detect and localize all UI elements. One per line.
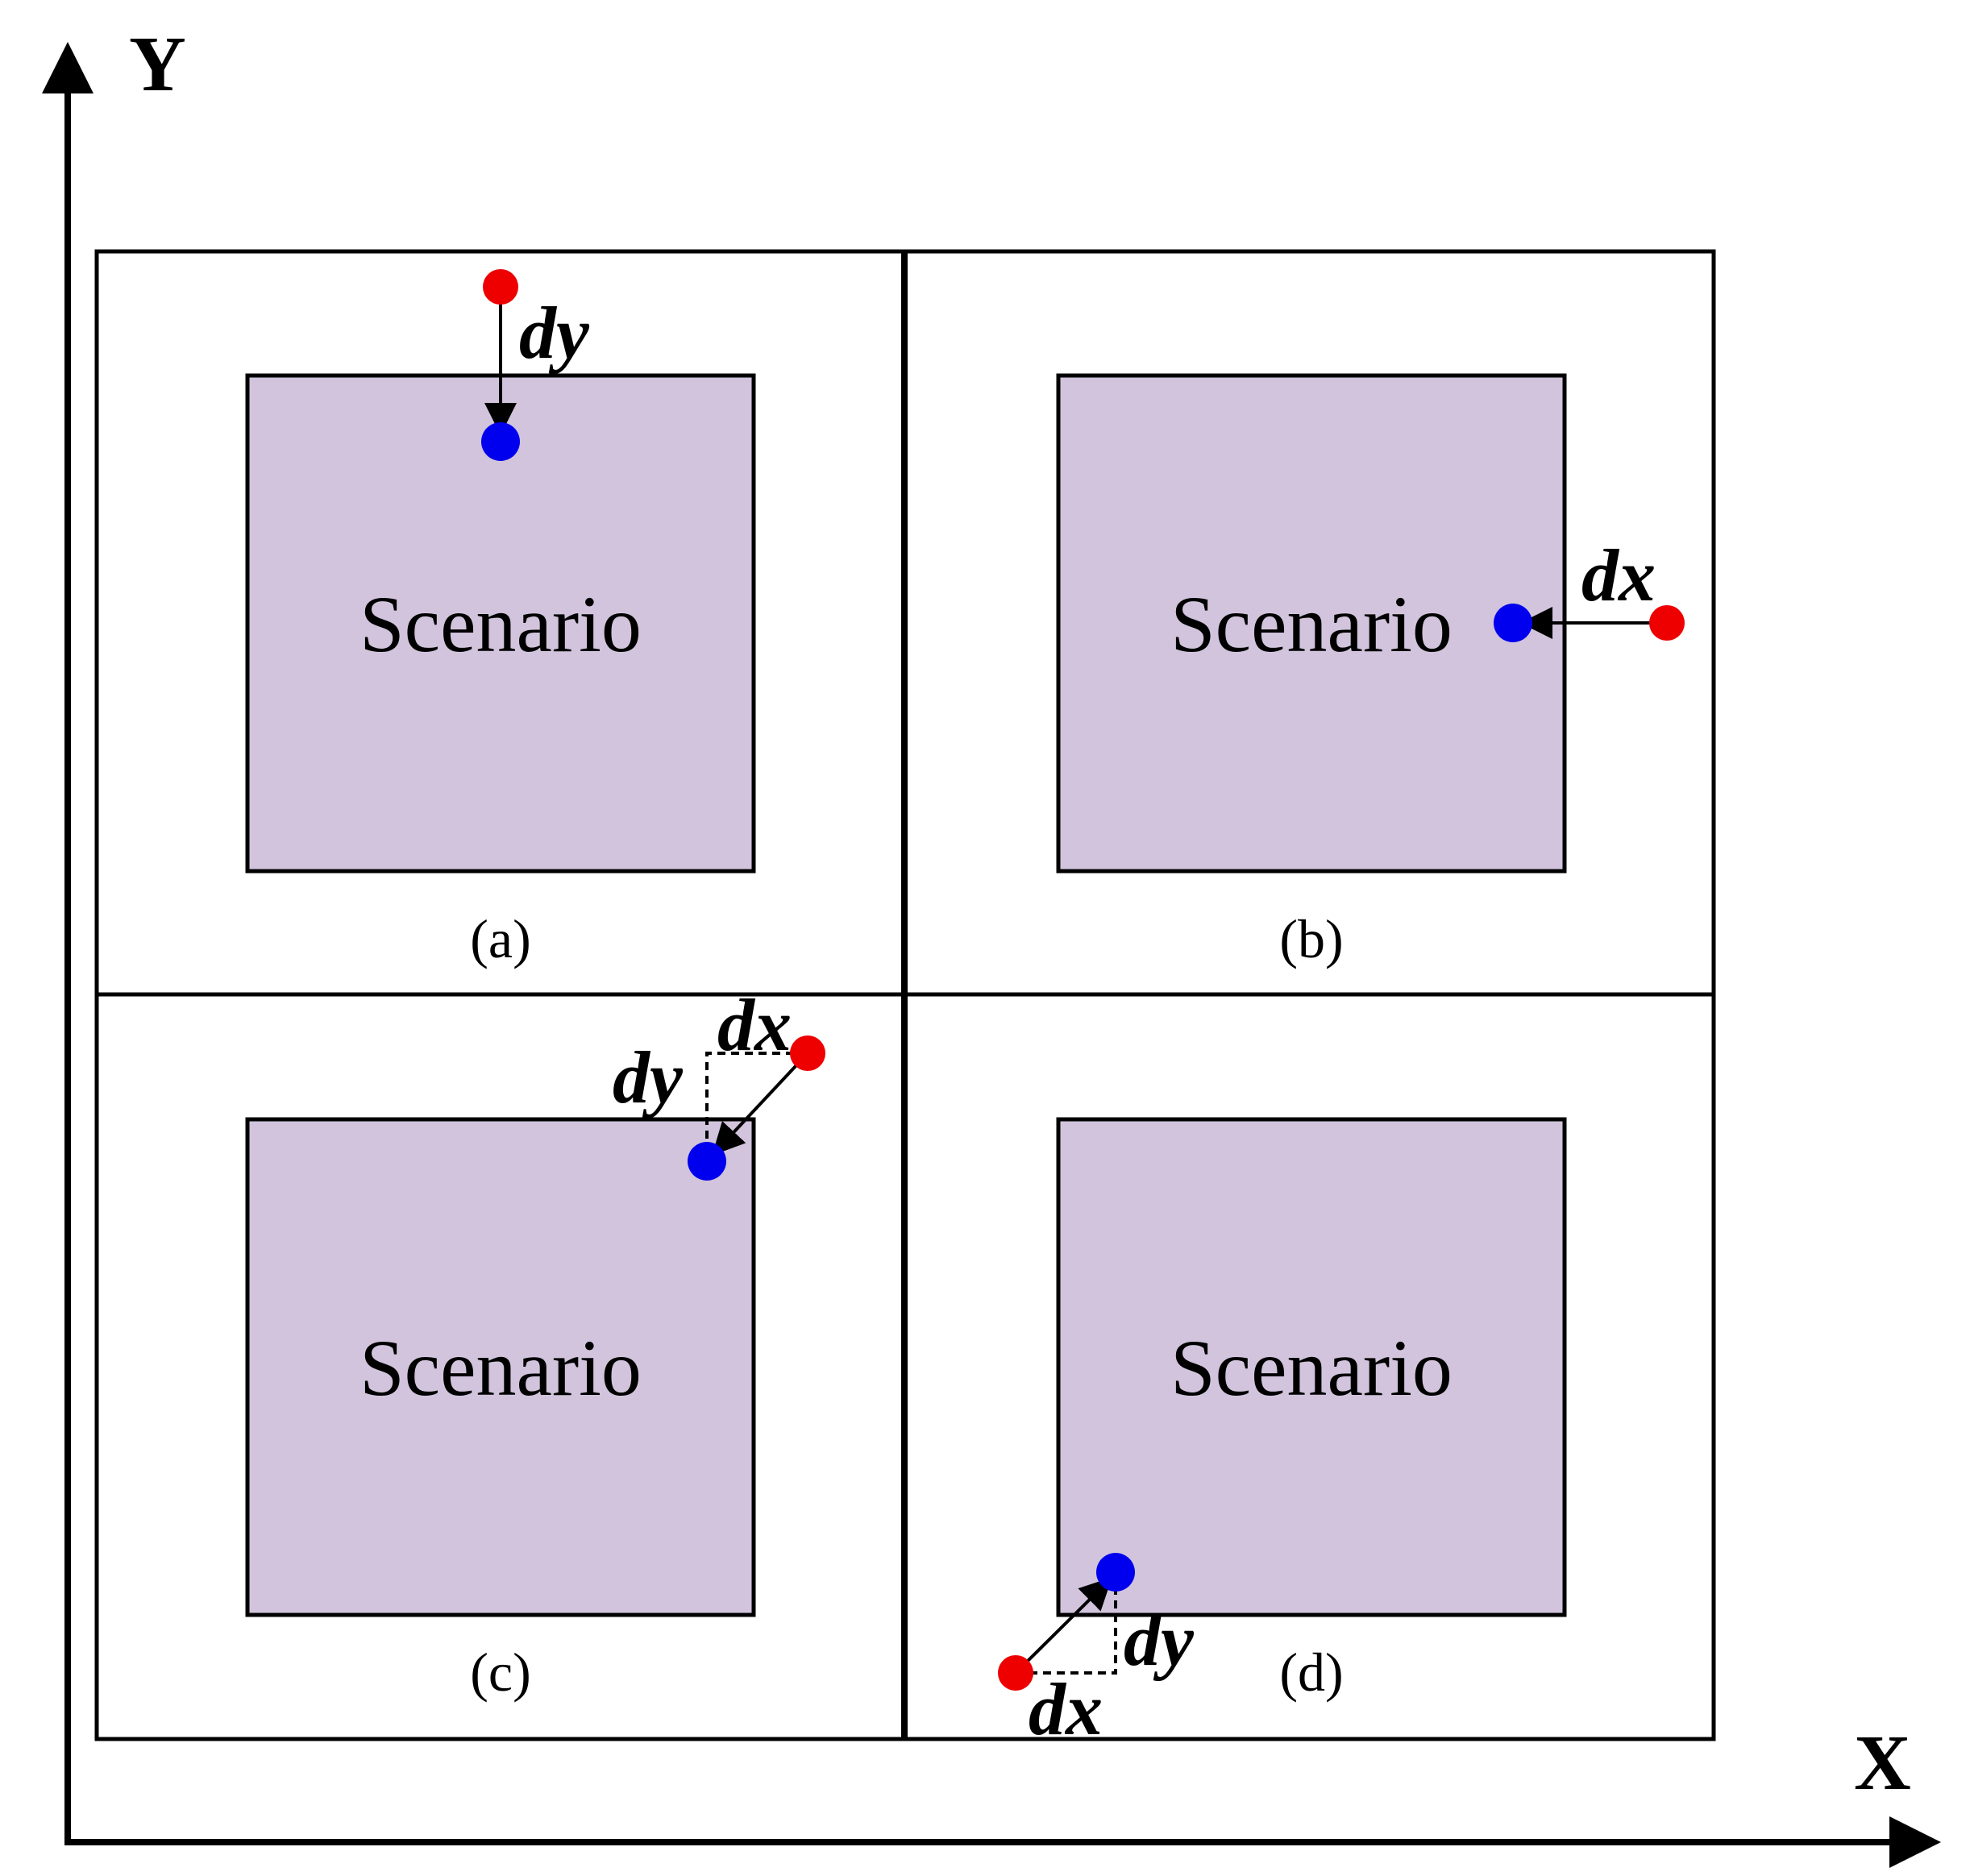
inside-point [481,422,520,461]
panel-caption: (d) [1279,1642,1343,1703]
panel-c: Scenario (c) dx dy [245,984,825,1703]
scenario-box [1056,373,1567,874]
outside-point [483,269,518,305]
y-axis-label: Y [129,21,186,108]
outside-point [998,1655,1033,1691]
inside-point [1096,1553,1135,1592]
dy-label: dy [519,292,590,374]
outside-point [1649,605,1685,641]
panel-b: Scenario (b) dx [1056,373,1685,969]
scenario-label: Scenario [1170,579,1453,669]
scenario-box [245,1117,756,1617]
dy-label: dy [1124,1599,1195,1681]
inside-point [1494,604,1532,642]
inside-point [688,1142,726,1181]
displacement-arrow [1014,1577,1112,1675]
panel-caption: (a) [470,908,530,969]
panel-caption: (b) [1279,908,1343,969]
dx-label: dx [717,984,792,1066]
panel-d: Scenario (d) dy dx [998,1117,1567,1750]
dx-label: dx [1029,1668,1103,1750]
scenario-label: Scenario [360,579,642,669]
component-guide [705,1052,808,1161]
scenario-label: Scenario [360,1323,642,1413]
panel-caption: (c) [470,1642,530,1703]
dx-label: dx [1581,534,1656,616]
outside-point [790,1036,825,1071]
displacement-arrow [712,1052,809,1156]
panel-a: Scenario (a) dy [245,269,756,969]
scenario-box [1056,1117,1567,1617]
x-axis-label: X [1854,1720,1911,1807]
dy-label: dy [613,1036,684,1119]
component-guide [1016,1572,1117,1675]
scenario-label: Scenario [1170,1323,1453,1413]
